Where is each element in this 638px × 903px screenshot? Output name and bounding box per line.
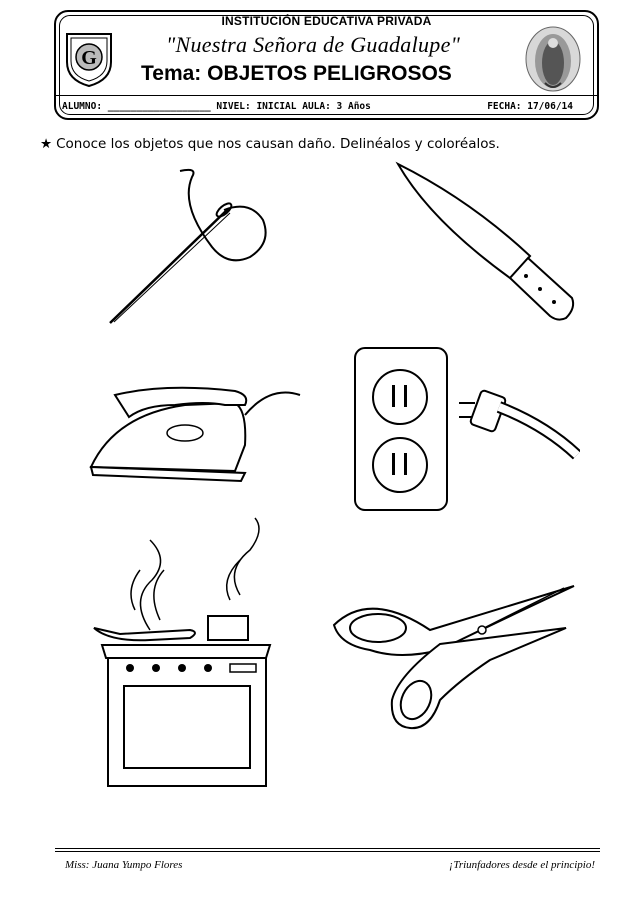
teacher-name: Miss: Juana Yumpo Flores — [65, 859, 183, 871]
worksheet-header: G INSTITUCIÓN EDUCATIVA PRIVADA "Nuestra… — [54, 10, 599, 120]
student-level-class: ALUMNO: __________________ NIVEL: INICIA… — [62, 101, 371, 112]
star-bullet-icon: ★ — [40, 136, 53, 152]
header-inner-border — [59, 15, 594, 115]
instruction-label: Conoce los objetos que nos causan daño. … — [56, 136, 500, 152]
iron-icon — [89, 386, 301, 483]
topic-text: OBJETOS PELIGROSOS — [207, 62, 452, 85]
page-footer: Miss: Juana Yumpo Flores ¡Triunfadores d… — [65, 859, 595, 871]
footer-divider-2 — [55, 851, 600, 852]
header-divider — [56, 95, 597, 96]
school-name: "Nuestra Señora de Guadalupe" — [166, 32, 461, 57]
logo-letter: G — [81, 47, 97, 69]
topic-title: Tema: OBJETOS PELIGROSOS — [141, 62, 452, 86]
instruction-text: ★Conoce los objetos que nos causan daño.… — [40, 136, 500, 152]
footer-motto: ¡Triunfadores desde el principio! — [449, 859, 595, 871]
school-logo-icon: G — [66, 33, 112, 88]
needle-thread-icon — [109, 168, 267, 324]
virgin-image-icon — [525, 26, 581, 92]
date-label: FECHA: 17/06/14 — [487, 101, 573, 112]
knife-icon — [395, 161, 575, 321]
footer-divider — [55, 848, 600, 849]
electric-outlet-icon — [354, 347, 448, 511]
topic-label: Tema: — [141, 62, 202, 85]
stove-icon — [93, 517, 272, 787]
electric-plug-icon — [459, 389, 580, 460]
scissors-icon — [332, 585, 575, 730]
institution-name: INSTITUCIÓN EDUCATIVA PRIVADA — [221, 14, 432, 28]
